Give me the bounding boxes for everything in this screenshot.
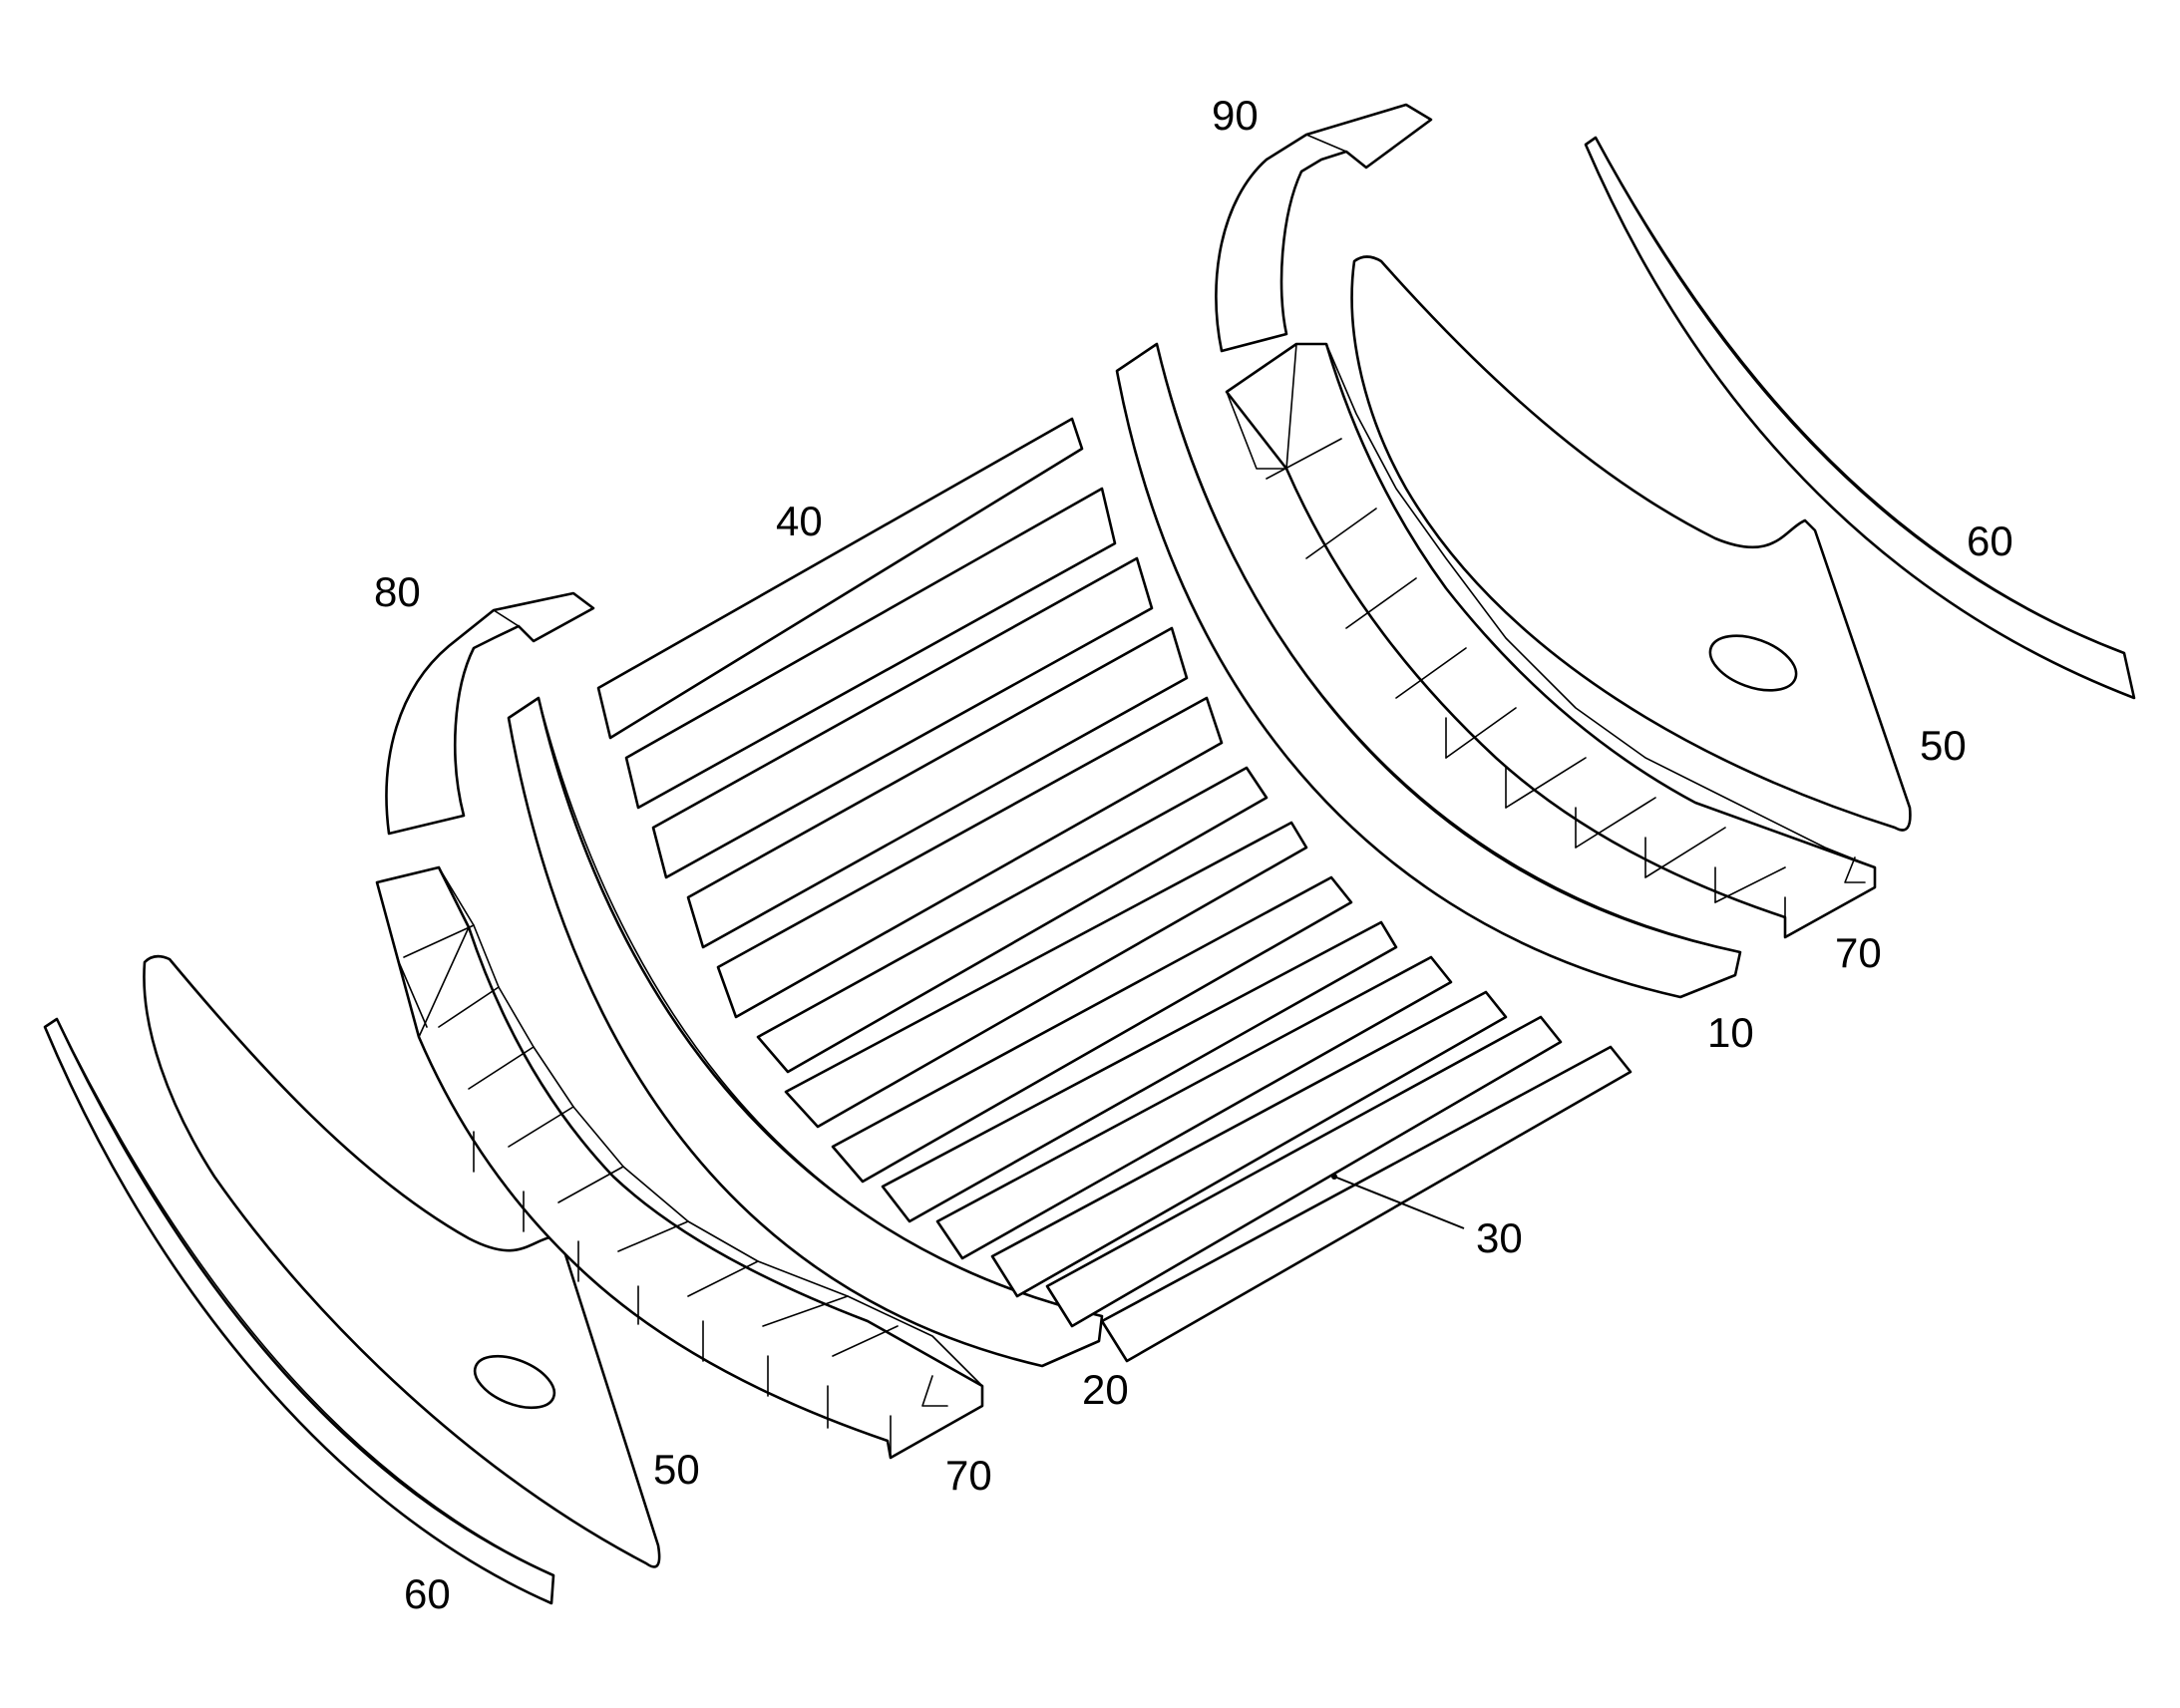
right-block-segments-70 [1225, 342, 1877, 939]
ref-label-70-right: 70 [1835, 929, 1882, 976]
ref-label-30: 30 [1476, 1214, 1523, 1261]
ref-label-80: 80 [374, 568, 421, 615]
left-cap-80 [385, 591, 595, 836]
left-end-plate-50 [143, 954, 661, 1568]
ref-label-60-left: 60 [404, 1570, 451, 1617]
left-block-segments-70 [375, 865, 984, 1460]
ref-label-10: 10 [1707, 1009, 1754, 1056]
ref-label-70-left: 70 [945, 1452, 992, 1499]
left-outer-strip-60 [43, 1017, 555, 1605]
leader-line-30 [1333, 1176, 1465, 1229]
ref-label-50-right: 50 [1920, 722, 1967, 769]
right-cap-90 [1215, 103, 1433, 353]
stave-bars [596, 417, 1633, 1363]
arc-bar-10 [1115, 342, 1742, 999]
ref-label-20: 20 [1082, 1366, 1129, 1413]
right-outer-strip-60 [1584, 136, 2136, 700]
ref-label-50-left: 50 [653, 1446, 700, 1493]
ref-label-60-right: 60 [1967, 517, 2013, 564]
right-end-plate-50 [1350, 255, 1912, 832]
leader-dot-30 [1331, 1174, 1337, 1180]
arc-bar-20 [507, 696, 1104, 1368]
ref-label-40: 40 [776, 498, 823, 544]
ref-label-90: 90 [1212, 92, 1259, 139]
